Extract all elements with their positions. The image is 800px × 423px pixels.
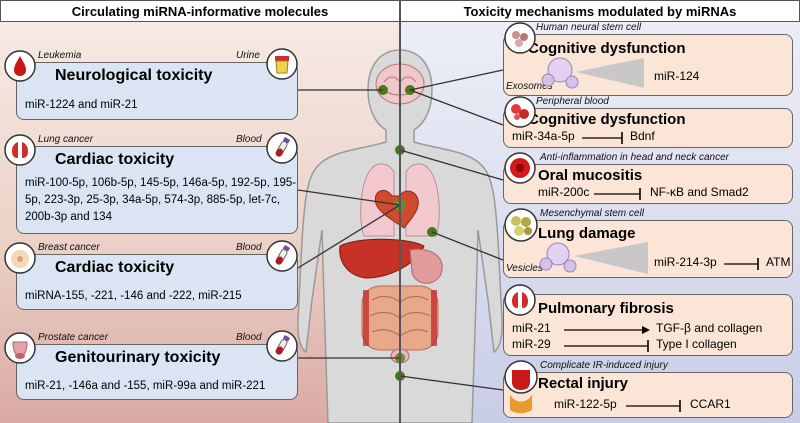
target-label: ATM <box>766 255 791 269</box>
rectum-icon <box>504 360 538 413</box>
line-lung <box>431 231 504 261</box>
box-title: Pulmonary fibrosis <box>538 300 674 317</box>
source-tag: Peripheral blood <box>536 96 609 107</box>
box-body: miR-21, -146a and -155, miR-99a and miR-… <box>25 380 266 392</box>
blood-tube-icon <box>266 330 298 362</box>
box-title: Neurological toxicity <box>55 67 213 84</box>
line-cog1 <box>409 69 504 91</box>
center-divider <box>399 22 401 423</box>
box-title: Oral mucositis <box>538 167 643 184</box>
blood-drop-icon <box>4 50 36 82</box>
sample-tag: Blood <box>236 242 262 253</box>
box-genitourinary-toxicity: Genitourinary toxicity miR-21, -146a and… <box>16 344 298 400</box>
inhibition-arrow-icon <box>564 340 649 352</box>
target-label: NF-κB and Smad2 <box>650 185 749 199</box>
box-title: Rectal injury <box>538 375 629 392</box>
liver-organ <box>339 238 425 279</box>
line-cardiac2 <box>297 204 401 269</box>
vesicle-icon <box>539 242 648 274</box>
box-title: Cardiac toxicity <box>55 151 175 168</box>
source-tag: Leukemia <box>38 50 82 61</box>
box-title: Cardiac toxicity <box>55 259 175 276</box>
sample-tag: Urine <box>236 50 260 61</box>
extra-tag: Vesicles <box>506 263 543 274</box>
inhibition-arrow-icon <box>626 400 681 412</box>
blood-cells-icon <box>504 96 536 128</box>
box-cardiac-toxicity-lung: Cardiac toxicity miR-100-5p, 106b-5p, 14… <box>16 146 298 234</box>
inhibition-arrow-icon <box>582 132 623 144</box>
mirna-label: miR-124 <box>654 69 700 83</box>
box-cognitive-dysfunction-blood: Cognitive dysfunction miR-34a-5p Bdnf <box>503 108 793 148</box>
urine-cup-icon <box>266 48 298 80</box>
right-header: Toxicity mechanisms modulated by miRNAs <box>400 0 800 22</box>
prostate-icon <box>4 332 36 364</box>
line-rectal <box>399 375 504 391</box>
lungs-icon <box>4 134 36 166</box>
activation-arrow-icon <box>564 326 650 334</box>
box-title: Lung damage <box>538 225 636 242</box>
target-label: TGF-β and collagen <box>656 321 763 335</box>
exosome-icon <box>541 57 644 89</box>
source-tag: Anti-inflammation in head and neck cance… <box>540 152 729 163</box>
mirna-label: miR-34a-5p <box>512 129 575 143</box>
neural-cells-icon <box>504 22 536 54</box>
box-cardiac-toxicity-breast: Cardiac toxicity miRNA-155, -221, -146 a… <box>16 254 298 310</box>
source-tag: Breast cancer <box>38 242 100 253</box>
lungs-icon <box>504 284 536 316</box>
source-tag: Complicate IR-induced injury <box>540 360 668 371</box>
breast-icon <box>4 242 36 274</box>
mouth-ulcer-icon <box>504 152 536 184</box>
stem-cell-icon <box>504 208 538 242</box>
box-neurological-toxicity: Neurological toxicity miR-1224 and miR-2… <box>16 62 298 120</box>
inhibition-arrow-icon <box>724 258 759 270</box>
inhibition-arrow-icon <box>594 188 641 200</box>
sample-tag: Blood <box>236 332 262 343</box>
stomach-organ <box>409 248 443 284</box>
line-cog2 <box>409 89 504 126</box>
source-tag: Lung cancer <box>38 134 94 145</box>
mirna-label: miR-214-3p <box>654 255 717 269</box>
target-label: CCAR1 <box>690 397 731 411</box>
mirna-label: miR-200c <box>538 185 590 199</box>
mirna-label: miR-29 <box>512 337 551 351</box>
left-header: Circulating miRNA-informative molecules <box>0 0 400 22</box>
source-tag: Prostate cancer <box>38 332 109 343</box>
line-cardiac1 <box>297 189 401 206</box>
blood-tube-icon <box>266 132 298 164</box>
box-body: miR-1224 and miR-21 <box>25 99 138 111</box>
box-oral-mucositis: Oral mucositis miR-200c NF-κB and Smad2 <box>503 164 793 204</box>
blood-tube-icon <box>266 240 298 272</box>
box-title: Genitourinary toxicity <box>55 349 221 366</box>
target-label: Type I collagen <box>656 337 737 351</box>
line-oral <box>399 149 504 181</box>
extra-tag: Exosomes <box>506 81 553 92</box>
box-title: Cognitive dysfunction <box>528 40 686 57</box>
box-title: Cognitive dysfunction <box>528 111 686 128</box>
mirna-label: miR-21 <box>512 321 551 335</box>
box-body: miR-100-5p, 106b-5p, 145-5p, 146a-5p, 19… <box>25 177 297 223</box>
mirna-label: miR-122-5p <box>554 397 617 411</box>
source-tag: Mesenchymal stem cell <box>540 208 644 219</box>
box-body: miRNA-155, -221, -146 and -222, miR-215 <box>25 290 242 302</box>
sample-tag: Blood <box>236 134 262 145</box>
source-tag: Human neural stem cell <box>536 22 642 33</box>
box-pulmonary-fibrosis: Pulmonary fibrosis miR-21 TGF-β and coll… <box>503 294 793 356</box>
box-rectal-injury: Rectal injury miR-122-5p CCAR1 <box>503 372 793 418</box>
target-label: Bdnf <box>630 129 655 143</box>
